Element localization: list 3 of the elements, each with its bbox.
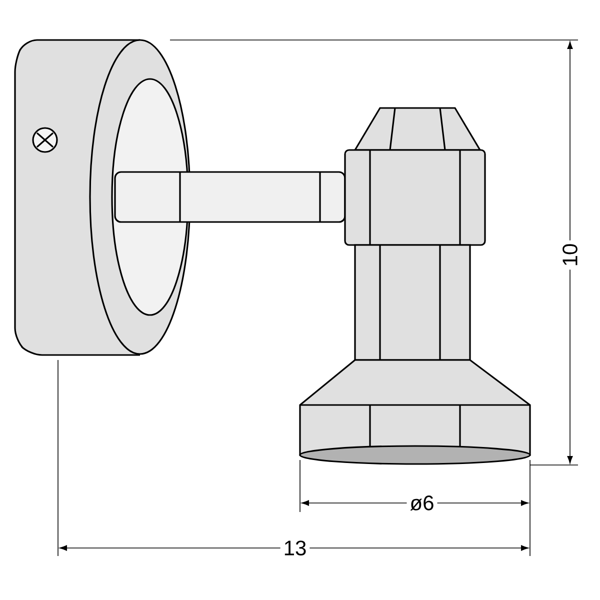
- dimension-label: ø6: [406, 492, 438, 514]
- dimension-label: 10: [560, 240, 580, 270]
- dimension-label: 13: [280, 538, 310, 558]
